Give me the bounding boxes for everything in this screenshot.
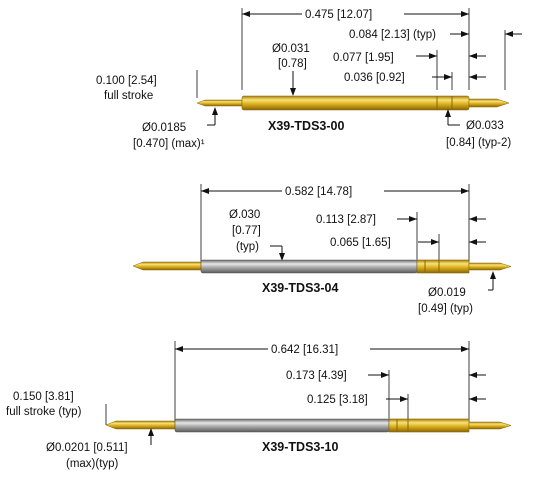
tip-diameter-metric-label: [0.49] (typ) bbox=[418, 303, 473, 315]
arrowhead bbox=[431, 239, 439, 245]
plunger-diameter-metric-label: [0.470] (max)¹ bbox=[133, 138, 205, 150]
crimp-position-label: 0.113 [2.87] bbox=[316, 214, 376, 226]
tip bbox=[468, 262, 512, 271]
arrowhead bbox=[461, 31, 469, 37]
arrowhead bbox=[490, 271, 496, 279]
barrel bbox=[200, 259, 418, 274]
arrowhead bbox=[381, 372, 389, 378]
barrel-diameter-label: Ø.030 bbox=[229, 209, 260, 221]
arrowhead bbox=[242, 11, 250, 17]
overall-length-label: 0.642 [16.31] bbox=[271, 344, 338, 356]
arrowhead bbox=[409, 216, 417, 222]
plunger bbox=[132, 261, 202, 271]
arrowhead bbox=[279, 253, 285, 261]
label-bg bbox=[282, 183, 384, 198]
crimp-position-label: 0.173 [4.39] bbox=[286, 370, 347, 382]
probe-x39-tds3-10: 0.642 [16.31] 0.173 [4.39] 0.125 [3.18] … bbox=[6, 341, 512, 470]
arrowhead bbox=[505, 31, 513, 37]
arrowhead bbox=[461, 346, 469, 352]
part-number: X39-TDS3-04 bbox=[262, 281, 338, 295]
arrowhead bbox=[469, 216, 477, 222]
plunger-diameter-label: Ø0.0185 bbox=[142, 122, 186, 134]
arrowhead bbox=[469, 239, 477, 245]
stroke-note-label: full stroke (typ) bbox=[6, 406, 82, 418]
plunger bbox=[196, 99, 243, 107]
arrowhead bbox=[461, 188, 469, 194]
arrowhead bbox=[444, 74, 452, 80]
arrowhead bbox=[212, 107, 218, 115]
part-number: X39-TDS3-10 bbox=[262, 440, 338, 454]
barrel-diameter-label: Ø0.031 bbox=[272, 43, 310, 55]
probe-x39-tds3-04: 0.582 [14.78] Ø.030 [0.77] (typ) 0.113 [… bbox=[132, 183, 512, 315]
tip-diameter-label: Ø0.033 bbox=[466, 120, 504, 132]
barrel-gold-section bbox=[388, 418, 470, 433]
arrowhead bbox=[469, 372, 477, 378]
overall-length-label: 0.475 [12.07] bbox=[305, 9, 372, 21]
crimp-width-label: 0.036 [0.92] bbox=[344, 72, 405, 84]
stroke-label: 0.100 [2.54] bbox=[96, 75, 157, 87]
arrowhead bbox=[290, 88, 296, 96]
overall-length-label: 0.582 [14.78] bbox=[285, 186, 352, 198]
stroke-label: 0.150 [3.81] bbox=[13, 391, 74, 403]
label-bg bbox=[268, 341, 370, 356]
arrowhead bbox=[445, 109, 451, 117]
barrel bbox=[174, 418, 390, 433]
plunger-diameter-note-label: (max)(typ) bbox=[66, 458, 119, 470]
arrowhead bbox=[429, 53, 437, 59]
plunger-diameter-label: Ø0.0201 [0.511] bbox=[46, 442, 128, 454]
crimp-width-label: 0.065 [1.65] bbox=[330, 237, 391, 249]
arrowhead bbox=[148, 428, 154, 436]
arrowhead bbox=[469, 396, 477, 402]
arrowhead bbox=[461, 11, 469, 17]
tip-diameter-label: Ø0.019 bbox=[428, 287, 466, 299]
tip bbox=[468, 421, 512, 430]
arrowhead bbox=[469, 74, 477, 80]
arrowhead bbox=[175, 346, 183, 352]
probe-x39-tds3-00: 0.475 [12.07] 0.084 [2.13] (typ) Ø0.031 … bbox=[96, 6, 522, 150]
arrowhead bbox=[469, 53, 477, 59]
arrowhead bbox=[400, 396, 408, 402]
label-bg bbox=[302, 6, 404, 21]
barrel-diameter-metric-label: [0.77] bbox=[232, 225, 261, 237]
arrowhead bbox=[201, 188, 209, 194]
crimp-width-label: 0.125 [3.18] bbox=[307, 394, 368, 406]
tip-diameter-metric-label: [0.84] (typ-2) bbox=[446, 137, 511, 149]
crimp-position-label: 0.077 [1.95] bbox=[333, 52, 394, 64]
tip bbox=[468, 98, 510, 108]
stroke-note-label: full stroke bbox=[104, 90, 153, 102]
tip-length-label: 0.084 [2.13] (typ) bbox=[349, 29, 436, 41]
part-number: X39-TDS3-00 bbox=[268, 119, 344, 133]
barrel-diameter-typ-label: (typ) bbox=[236, 241, 259, 253]
barrel-diameter-metric-label: [0.78] bbox=[278, 58, 307, 70]
barrel bbox=[241, 95, 470, 111]
plunger bbox=[105, 420, 176, 430]
